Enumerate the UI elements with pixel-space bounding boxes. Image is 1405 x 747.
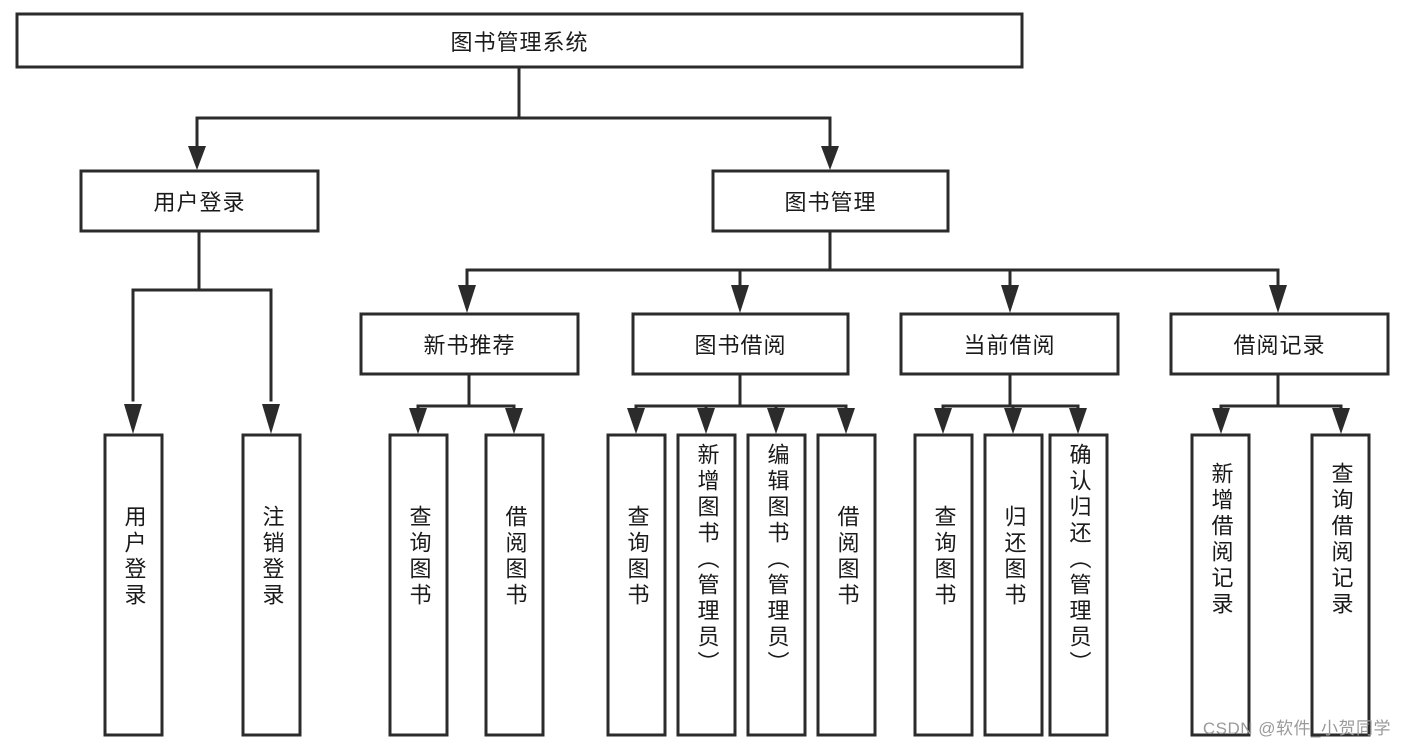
arrow-head-icon (458, 285, 476, 313)
connector-bookborrow-to-leaves (627, 373, 855, 434)
node-level3-book-borrow-box[interactable] (631, 312, 850, 376)
arrow-head-icon (188, 146, 206, 170)
arrow-head-icon (837, 408, 855, 434)
node-leaf-user-login-1-box[interactable] (103, 433, 164, 737)
node-leaf-book-borrow-1-box[interactable] (606, 433, 667, 737)
arrow-head-icon (505, 408, 523, 434)
arrow-head-icon (767, 408, 785, 434)
arrow-head-icon (1001, 285, 1019, 313)
arrow-head-icon (1269, 285, 1287, 313)
connector-newbook-to-leaves (409, 373, 523, 434)
csdn-watermark: CSDN @软件_小贺同学 (1202, 719, 1391, 738)
node-leaf-borrow-record-2-box[interactable] (1310, 433, 1371, 737)
connector-borrowrecord-to-leaves (1212, 373, 1350, 434)
node-level3-new-book-recommend-box[interactable] (359, 312, 580, 376)
node-level2-book-management-box[interactable] (711, 169, 950, 233)
node-leaf-book-borrow-3-box[interactable] (746, 433, 807, 737)
connector-root-to-level2 (188, 66, 839, 170)
arrow-head-icon (1004, 408, 1022, 434)
arrow-head-icon (821, 146, 839, 170)
connector-bookmgmt-to-level3 (458, 230, 1287, 313)
node-leaf-new-book-2-box[interactable] (484, 433, 545, 737)
arrow-head-icon (1069, 408, 1087, 434)
arrow-head-icon (1332, 408, 1350, 434)
arrow-head-icon (409, 408, 427, 434)
node-leaf-book-borrow-2-box[interactable] (676, 433, 737, 737)
node-leaf-borrow-record-1-box[interactable] (1190, 433, 1251, 737)
node-level2-user-login-box[interactable] (79, 169, 320, 233)
arrow-head-icon (262, 404, 280, 434)
node-leaf-book-borrow-4-box[interactable] (816, 433, 877, 737)
arrow-head-icon (731, 285, 749, 313)
arrow-head-icon (934, 408, 952, 434)
node-leaf-current-borrow-3-box[interactable] (1048, 433, 1109, 737)
node-level3-current-borrow-box[interactable] (899, 312, 1120, 376)
connector-userlogin-to-leaves (124, 230, 280, 434)
connector-currentborrow-to-leaves (934, 373, 1087, 434)
node-leaf-user-login-2-box[interactable] (241, 433, 302, 737)
node-level3-borrow-record-box[interactable] (1169, 312, 1390, 376)
node-leaf-current-borrow-2-box[interactable] (983, 433, 1044, 737)
arrow-head-icon (124, 404, 142, 434)
node-leaf-new-book-1-box[interactable] (388, 433, 449, 737)
node-leaf-current-borrow-1-box[interactable] (913, 433, 974, 737)
arrow-head-icon (697, 408, 715, 434)
arrow-head-icon (1212, 408, 1230, 434)
node-root-box[interactable] (15, 12, 1024, 69)
arrow-head-icon (627, 408, 645, 434)
